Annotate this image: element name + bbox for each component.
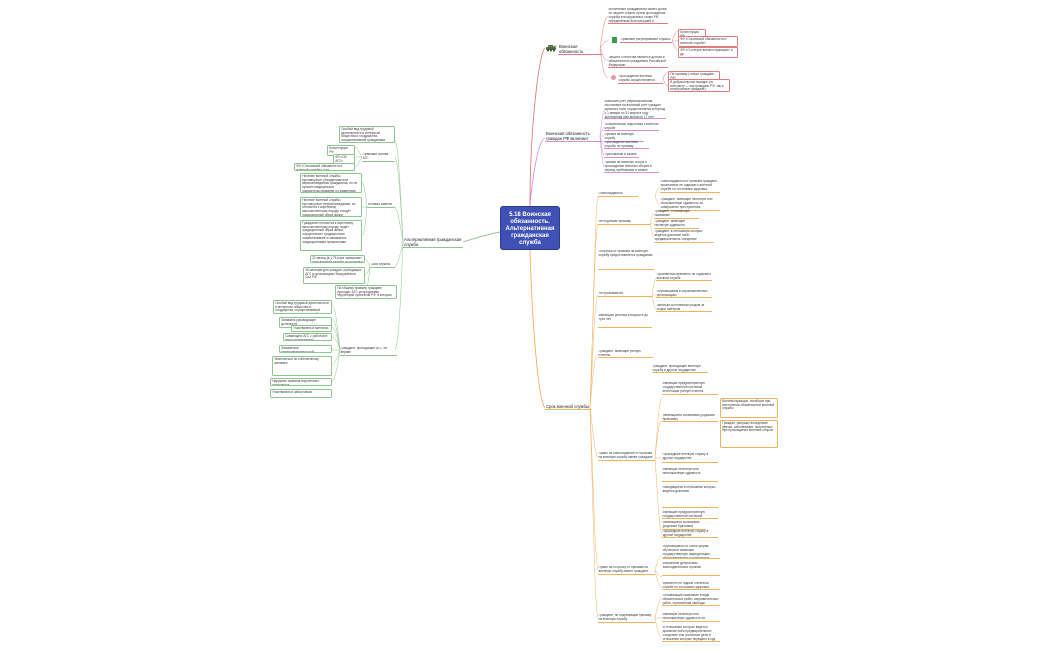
link-root-srok <box>529 249 546 409</box>
alt-c2[interactable]: Несение военной службы противоречит веро… <box>300 197 362 217</box>
srok-e-synovya-2[interactable]: Являющиеся сыновьями (родными братьями) <box>662 521 706 530</box>
srok-e-doznanie[interactable]: Находящиеся в отношении которых ведётся … <box>662 486 718 508</box>
alt-e5[interactable]: Заниматься предпринимательской деятельно… <box>279 345 332 353</box>
srok-e-stepen[interactable]: Имеющие предусмотренную государственной … <box>662 382 718 395</box>
reg-fz-status[interactable]: ФЗ «О статусе военнослужащих» и др. <box>678 47 738 58</box>
link-root-alt <box>462 231 501 243</box>
vgr-prizyv[interactable]: Призыв на военную службу <box>604 133 644 142</box>
voinskaya-regulation[interactable]: Правовое регулирование службы <box>620 38 672 43</box>
alt-fz-voinskaya[interactable]: ФЗ «О воинской обязанности и военной слу… <box>294 163 355 171</box>
srok-e-stepen-2[interactable]: Имеющие предусмотренную государственной … <box>662 511 718 519</box>
srok-otsrochka-ukhod[interactable]: Занятым постоянным уходом за отцом, мате… <box>656 304 712 312</box>
srok-e-sudimost[interactable]: Имеющие неснятую или непогашенную судимо… <box>662 468 718 482</box>
srok-f-zdorovie[interactable]: Временно не годные к военной службе по с… <box>662 582 720 590</box>
alt-e1[interactable]: Участвовать в забастовках <box>270 389 332 398</box>
vgr-prokhozhdenie[interactable]: Прохождение военной службы по призыву <box>604 141 649 149</box>
srok-e-umershie[interactable]: Граждан, умерших вследствие увечья, забо… <box>720 420 778 448</box>
vgr-uchet[interactable]: Воинский учёт (первоначальная постановка… <box>604 100 666 119</box>
alt-e3[interactable]: Участвовать в митингах <box>291 325 332 333</box>
srok-rebenok[interactable]: Имеющим ребёнка в возрасте до трёх лет <box>598 314 652 328</box>
branch-alternativnaya[interactable]: Альтернативная гражданская служба <box>403 237 463 248</box>
branch-voinskaya-grazhdan[interactable]: Воинская обязанность граждан РФ включает <box>545 131 602 142</box>
vgr-podgotovka[interactable]: Обязательную подготовку к военной службе <box>604 123 659 131</box>
document-icon <box>612 37 617 43</box>
vgr-zapas[interactable]: Пребывание в запасе <box>604 153 639 158</box>
alt-e-forum[interactable]: Особый вид трудовой деятельности в интер… <box>273 300 332 314</box>
prokhozhdenie-kontrakt[interactable]: В добровольном порядке (по контракту — к… <box>668 79 730 92</box>
srok-e-drugoe-gos[interactable]: Прошедшие военную службу в другом госуда… <box>662 453 718 463</box>
alt-e4[interactable]: Совмещать АГС с работой в иных организац… <box>283 333 332 341</box>
srok-otsrochka-obuchenie[interactable]: Обучающимся в образовательных организаци… <box>656 290 712 298</box>
srok-osvobozhdayutsya[interactable]: Освобождаются <box>598 192 638 197</box>
srok-ne-podlezhat[interactable]: Не подлежат призыву <box>598 220 650 225</box>
branch-srok[interactable]: Срок военной службы <box>545 404 591 410</box>
srok-ne-prizyvayutsya[interactable]: Не призываются <box>598 292 652 297</box>
srok-ne-podlezhashchie[interactable]: Граждане, не подлежащие призыву на военн… <box>598 614 655 623</box>
srok-osvob-sudimost[interactable]: Граждане, имеющие неснятую или непогашен… <box>660 198 720 211</box>
branch-voinskaya[interactable]: Воинская обязанность <box>558 44 602 55</box>
alt-c3[interactable]: Гражданин относится к коренному малочисл… <box>300 220 362 251</box>
alt-e6[interactable]: Увольняться по собственному желанию <box>272 356 332 376</box>
hand-icon <box>611 75 616 80</box>
srok-np-sudimost[interactable]: Граждане, имеющие неснятую судимость <box>654 220 699 229</box>
root-topic[interactable]: 5.18 Воинская обязанность. Альтернативна… <box>500 206 560 250</box>
alt-usloviya-zameny[interactable]: Условия замены <box>367 203 395 208</box>
alt-c1[interactable]: Несение военной службы противоречит убеж… <box>300 173 362 193</box>
srok-e-pogibshie[interactable]: Военнослужащих, погибших при исполнении … <box>720 398 778 418</box>
srok-np-nakazanie[interactable]: Граждане, отбывающие наказание <box>654 210 699 219</box>
srok-f-deputaty[interactable]: Избранные депутатами законодательных орг… <box>662 562 720 576</box>
alt-d1[interactable]: 21 месяц (в 1,75 раза превышает срок вое… <box>310 255 365 263</box>
alt-definition[interactable]: Особый вид трудовой деятельности в интер… <box>339 126 395 143</box>
alt-e7[interactable]: Нарушать правила внутреннего распорядка <box>270 378 332 386</box>
alt-srok-sluzhby[interactable]: Срок службы <box>370 263 395 268</box>
srok-pravo-osvob[interactable]: Право на освобождение от призыва на воен… <box>598 452 655 461</box>
srok-np-drugoe-gos[interactable]: Граждане, проходящие военную службу в др… <box>652 365 708 373</box>
link-root-voinskaya <box>529 47 546 207</box>
tank-icon <box>546 45 557 52</box>
srok-np-stepen[interactable]: Граждане, имеющие учёную степень <box>598 350 653 358</box>
voinskaya-prokhozhdenie[interactable]: Прохождение военной службы осуществляетс… <box>618 75 663 84</box>
srok-otsrochka-zdorovie[interactable]: Признанным временно не годными к военной… <box>656 273 712 281</box>
vgr-sbory[interactable]: Призыв на военные сборы и прохождение во… <box>604 161 659 173</box>
alt-d2[interactable]: 18 месяцев для граждан, проходящих АГС в… <box>303 267 365 284</box>
srok-pravo-otsrochka[interactable]: Право на отсрочку от призыва на военную … <box>598 566 655 575</box>
srok-g-sudimost[interactable]: Имеющие неснятую или непогашенную судимо… <box>662 613 720 622</box>
alt-pravovaya-osnova[interactable]: Правовая основа АГС <box>362 153 395 162</box>
reg-fz-voinskaya[interactable]: ФЗ «О воинской обязанности и военной слу… <box>678 36 738 47</box>
alt-d3[interactable]: По общему правилу граждане проходят АГС … <box>335 285 397 299</box>
srok-osvob-zdorovie[interactable]: Освобождаются от призыва граждане, призн… <box>660 180 720 193</box>
srok-g-doznanie[interactable]: В отношении которых ведётся дознание либ… <box>662 626 720 642</box>
srok-g-nakazanie[interactable]: Отбывающие наказание в виде обязательных… <box>662 594 720 606</box>
srok-f-obuchenie[interactable]: Обучающиеся по очной форме обучения в им… <box>662 545 720 559</box>
alt-ne-vprave[interactable]: Граждане, проходящие АГС, не вправе <box>340 347 397 356</box>
link-root-vgr <box>529 137 546 207</box>
voinskaya-zashchita[interactable]: Защита Отечества является долгом и обяза… <box>608 56 668 68</box>
voinskaya-definition[interactable]: исполнение гражданином своего долга по з… <box>608 8 668 24</box>
srok-e-drugoe-gos-2[interactable]: Прошедшие военную службу в другом госуда… <box>662 530 718 538</box>
srok-e-synovya[interactable]: Являющиеся сыновьями (родными братьями) <box>662 414 718 422</box>
srok-np-doznanie[interactable]: Граждане, в отношении которых ведётся до… <box>654 230 714 243</box>
srok-otsrochka[interactable]: Отсрочка от призыва на военную службу пр… <box>598 250 654 270</box>
